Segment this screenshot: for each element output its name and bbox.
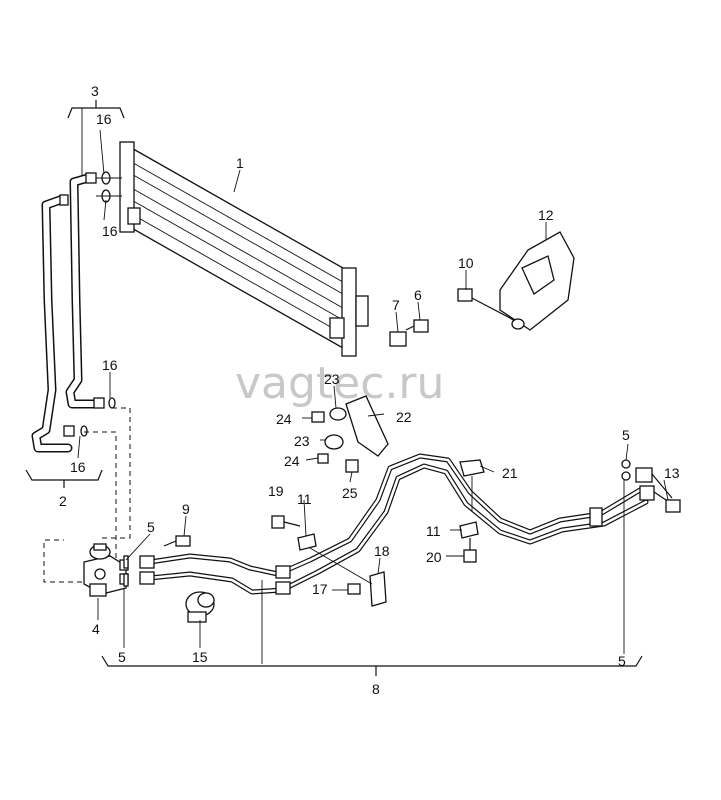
oring-5a xyxy=(621,459,631,469)
callout-5-block: 5 xyxy=(147,519,155,535)
leader-lines xyxy=(77,129,669,654)
group-bracket-3 xyxy=(67,100,125,119)
callout-16-top: 16 xyxy=(96,111,112,127)
callout-16-mid: 16 xyxy=(102,357,118,373)
callout-7: 7 xyxy=(392,297,400,313)
oring-5c xyxy=(123,555,129,569)
callout-18: 18 xyxy=(374,543,390,559)
callout-24-lower: 24 xyxy=(284,453,300,469)
watermark-text: vagtec.ru xyxy=(235,358,444,409)
callout-5-bottom-left: 5 xyxy=(118,649,126,665)
callout-11-left: 11 xyxy=(297,491,312,507)
callout-22: 22 xyxy=(396,409,412,425)
callout-labels: 1 2 3 4 5 5 5 5 6 7 8 9 10 11 11 12 13 1… xyxy=(59,83,680,697)
callout-12: 12 xyxy=(538,207,554,223)
bolt-9 xyxy=(175,535,191,547)
callout-6: 6 xyxy=(414,287,422,303)
oring-5d xyxy=(123,573,129,587)
cooler-return-line xyxy=(31,171,122,453)
callout-13: 13 xyxy=(664,465,680,481)
nut-7 xyxy=(389,331,407,347)
callout-23-top: 23 xyxy=(324,371,340,387)
callout-16-bottom: 16 xyxy=(70,459,86,475)
callout-8: 8 xyxy=(372,681,380,697)
callout-16-upper: 16 xyxy=(102,223,118,239)
bracket-18 xyxy=(369,571,387,607)
clip-11-left xyxy=(297,533,317,551)
callout-4: 4 xyxy=(92,621,100,637)
damper-sleeve xyxy=(185,591,215,623)
oil-cooler-radiator xyxy=(119,141,369,357)
callout-20: 20 xyxy=(426,549,442,565)
mounting-bracket-12 xyxy=(457,231,575,331)
connection-block xyxy=(83,543,129,597)
group-bracket-2 xyxy=(25,469,103,488)
callout-5-right-top: 5 xyxy=(622,427,630,443)
callout-19: 19 xyxy=(268,483,284,499)
callout-21: 21 xyxy=(502,465,518,481)
bolt-20 xyxy=(463,549,477,563)
callout-17: 17 xyxy=(312,581,328,597)
callout-2: 2 xyxy=(59,493,67,509)
callout-5-bottom-right: 5 xyxy=(618,653,626,669)
callout-24-top: 24 xyxy=(276,411,292,427)
clip-21 xyxy=(459,459,485,477)
callout-1: 1 xyxy=(236,155,244,171)
bolt-13 xyxy=(665,499,681,513)
callout-3: 3 xyxy=(91,83,99,99)
main-oil-lines xyxy=(139,453,673,595)
line-bracket-22 xyxy=(311,395,389,473)
callout-9: 9 xyxy=(182,501,190,517)
callout-15: 15 xyxy=(192,649,208,665)
clip-11-right xyxy=(459,521,479,539)
bolt-17 xyxy=(347,583,361,595)
bolt-19 xyxy=(271,515,285,529)
oring-5b xyxy=(621,471,631,481)
bolt-6 xyxy=(413,319,429,333)
callout-25: 25 xyxy=(342,485,358,501)
group-bracket-8 xyxy=(101,655,643,676)
callout-11-right: 11 xyxy=(426,523,441,539)
callout-10: 10 xyxy=(458,255,474,271)
callout-23-lower: 23 xyxy=(294,433,310,449)
